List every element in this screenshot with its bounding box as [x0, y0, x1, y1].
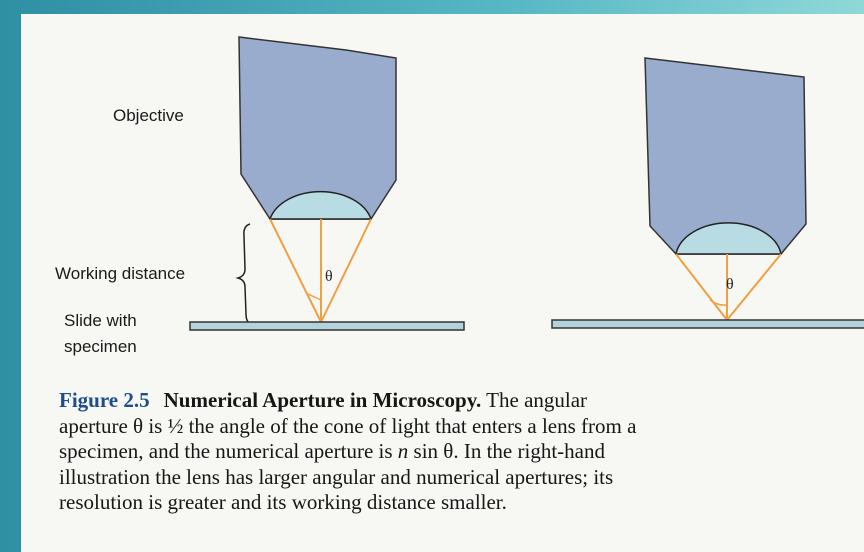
left-lens — [268, 190, 373, 220]
left-theta-label: θ — [325, 268, 333, 285]
microscopy-diagram: θ θ — [189, 36, 864, 331]
left-objective-body — [238, 36, 397, 220]
left-slide — [189, 321, 465, 331]
figure-panel: θ θ Objective Working distance Slide wit… — [21, 14, 864, 552]
slide-label-line2: specimen — [64, 337, 137, 356]
figure-caption: Figure 2.5 Numerical Aperture in Microsco… — [59, 388, 849, 516]
figure-number: Figure 2.5 — [59, 388, 150, 412]
right-theta-arc — [709, 299, 728, 306]
objective-label: Objective — [113, 106, 184, 125]
caption-line-3: specimen, and the numerical aperture is … — [59, 439, 849, 465]
right-light-cone — [675, 253, 782, 321]
caption-line3-before: specimen, and the numerical aperture is — [59, 439, 398, 463]
caption-line-4: illustration the lens has larger angular… — [59, 464, 614, 489]
caption-line-2: aperture θ is ½ the angle of the cone of… — [59, 413, 637, 438]
left-objective — [238, 36, 397, 220]
caption-line3-after: sin θ. In the right-hand — [408, 439, 605, 463]
right-objective — [644, 57, 807, 255]
caption-line3-italic: n — [397, 439, 409, 463]
working-distance-bracket — [235, 223, 253, 325]
working-distance-label: Working distance — [55, 264, 186, 283]
right-slide — [551, 319, 864, 329]
right-theta-label: θ — [726, 276, 734, 293]
caption-line-5: resolution is greater and its working di… — [59, 490, 507, 514]
caption-line1-rest: The angular — [486, 388, 588, 412]
right-lens — [675, 222, 782, 255]
figure-title: Numerical Aperture in Microscopy. — [163, 388, 482, 412]
left-theta-arc — [307, 293, 322, 301]
left-light-cone — [269, 218, 372, 323]
slide-label-line1: Slide with — [64, 311, 137, 330]
caption-line-1: Figure 2.5 Numerical Aperture in Microsco… — [59, 388, 849, 414]
